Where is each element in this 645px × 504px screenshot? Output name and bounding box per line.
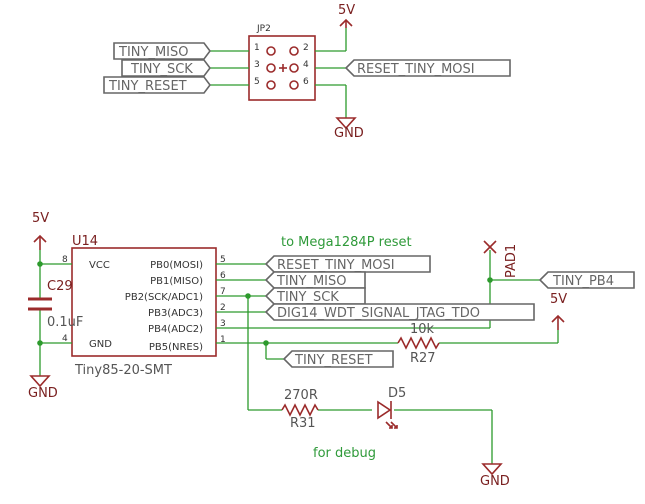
jp2-pin-num: 4 <box>303 60 309 70</box>
u14-pin-name: VCC <box>89 260 110 271</box>
flag-dig14: DIG14_WDT_SIGNAL_JTAG_TDO <box>264 303 535 321</box>
u14-pin-num: 7 <box>220 287 226 297</box>
u14-pin-name: PB1(MISO) <box>150 276 203 287</box>
c29-value: 0.1uF <box>47 315 83 330</box>
jp2-pin-num: 2 <box>303 43 309 53</box>
gnd-symbol-top: GND <box>334 117 364 141</box>
jp2-pins <box>266 46 299 90</box>
jp2-pin-num: 5 <box>254 77 260 87</box>
note-debug: for debug <box>313 446 376 461</box>
svg-text:DIG14_WDT_SIGNAL_JTAG_TDO: DIG14_WDT_SIGNAL_JTAG_TDO <box>277 306 480 321</box>
u14-pin-num: 3 <box>220 319 226 329</box>
svg-text:TINY_PB4: TINY_PB4 <box>552 274 614 289</box>
flag-tiny-sck-top: TINY_SCK <box>121 59 211 77</box>
svg-text:RESET_TINY_MOSI: RESET_TINY_MOSI <box>277 258 395 273</box>
u14-pin-num: 1 <box>220 335 226 345</box>
flag-tiny-reset: TINY_RESET <box>282 350 394 368</box>
gnd-label: GND <box>28 386 58 401</box>
d5-ref: D5 <box>388 386 406 401</box>
svg-text:TINY_RESET: TINY_RESET <box>294 353 373 368</box>
u14-chip: U14 Tiny85-20-SMT VCC GND 8 4 PB0(MOSI) … <box>62 234 226 378</box>
flag-tiny-miso-top: TINY_MISO <box>113 42 211 60</box>
svg-text:TINY_MISO: TINY_MISO <box>118 45 188 60</box>
u14-pin-num: 2 <box>220 303 226 313</box>
flag-reset-tiny-mosi-top: RESET_TINY_MOSI <box>344 59 511 77</box>
u14-value: Tiny85-20-SMT <box>74 363 172 378</box>
resistor-r27: 10k R27 <box>397 322 440 366</box>
note-reset: to Mega1284P reset <box>281 235 412 250</box>
u14-pin-num: 6 <box>220 271 226 281</box>
flag-tiny-sck: TINY_SCK <box>264 287 366 305</box>
flag-tiny-miso: TINY_MISO <box>264 271 366 289</box>
r27-value: 10k <box>410 322 435 337</box>
gnd-label: GND <box>480 474 510 489</box>
jp2-wiring <box>210 28 347 118</box>
svg-text:TINY_SCK: TINY_SCK <box>276 290 339 305</box>
jp2-pin-circle <box>266 63 276 73</box>
jp2-ref: JP2 <box>256 24 271 34</box>
svg-text:TINY_SCK: TINY_SCK <box>130 62 193 77</box>
u14-pin-num: 4 <box>62 334 68 344</box>
u14-ref: U14 <box>72 234 98 249</box>
c29-ref: C29 <box>47 279 73 294</box>
supply-5v-left: 5V <box>32 211 49 250</box>
supply-5v-right: 5V <box>550 292 567 330</box>
u14-body <box>71 247 217 357</box>
u14-pin-name: PB5(NRES) <box>149 342 203 353</box>
supply-5v-label: 5V <box>550 292 567 307</box>
jp2-pin-num: 6 <box>303 77 309 87</box>
led-d5: D5 <box>377 386 406 429</box>
r31-value: 270R <box>284 388 318 403</box>
jp2-pin-circle <box>266 80 276 90</box>
flag-tiny-reset-top: TINY_RESET <box>103 76 211 94</box>
u14-pin-name: PB0(MOSI) <box>150 260 203 271</box>
jp2-pin-num: 1 <box>254 43 260 53</box>
u14-right-wiring <box>216 250 559 464</box>
svg-text:TINY_RESET: TINY_RESET <box>108 79 187 94</box>
resistor-r31: 270R R31 <box>281 388 319 431</box>
flag-reset-tiny-mosi: RESET_TINY_MOSI <box>264 255 431 273</box>
capacitor-c29: C29 0.1uF <box>28 279 83 330</box>
u14-pin-name: PB2(SCK/ADC1) <box>125 292 203 303</box>
r31-ref: R31 <box>290 416 316 431</box>
u14-left-wiring <box>37 250 72 376</box>
jp2-pin-circle <box>266 46 276 56</box>
jp2-pin-circle <box>289 63 299 73</box>
u14-pin-name: GND <box>89 339 112 350</box>
r27-ref: R27 <box>410 351 436 366</box>
u14-pin-name: PB3(ADC3) <box>148 308 203 319</box>
supply-5v-label: 5V <box>338 3 355 18</box>
jp2-pin-num: 3 <box>254 60 260 70</box>
jp2-pin-circle <box>289 46 299 56</box>
jp2-header: JP2 1 2 3 4 5 6 <box>248 24 316 101</box>
u14-pin-num: 8 <box>62 255 68 265</box>
pad1-ref: PAD1 <box>504 244 519 278</box>
svg-text:RESET_TINY_MOSI: RESET_TINY_MOSI <box>357 62 475 77</box>
supply-5v-label: 5V <box>32 211 49 226</box>
svg-text:TINY_MISO: TINY_MISO <box>276 274 346 289</box>
gnd-symbol-bottom: GND <box>480 463 510 489</box>
u14-pin-name: PB4(ADC2) <box>148 324 203 335</box>
flag-tiny-pb4: TINY_PB4 <box>538 271 635 289</box>
pad1: PAD1 <box>483 240 519 278</box>
gnd-symbol-left: GND <box>28 375 58 401</box>
jp2-pin-circle <box>289 80 299 90</box>
supply-5v-top: 5V <box>338 3 355 28</box>
gnd-label: GND <box>334 126 364 141</box>
u14-pin-num: 5 <box>220 255 226 265</box>
